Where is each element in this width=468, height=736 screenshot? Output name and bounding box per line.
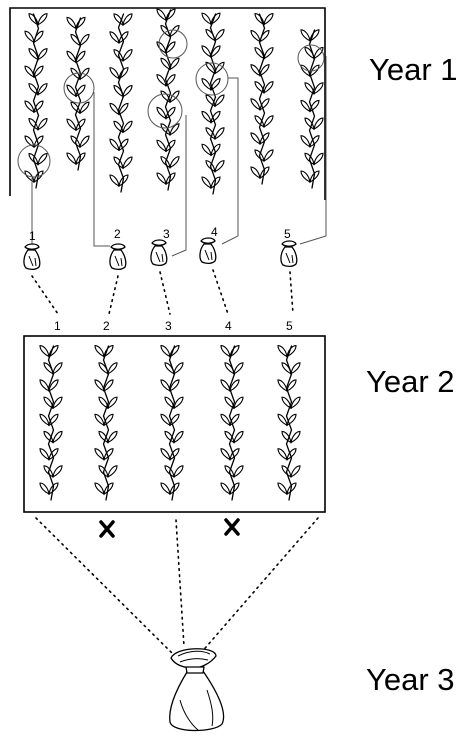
selected-plant-circle-1	[17, 144, 51, 178]
row-to-bulk-dotted-lines	[35, 517, 319, 659]
year1-plant-rows	[24, 8, 324, 195]
selected-plant-circle-3	[147, 93, 183, 129]
bulk-seed-bag	[169, 648, 225, 732]
year2-plant-row-4	[220, 345, 244, 501]
seed-bag-number-1: 1	[29, 229, 36, 243]
year-3-label: Year 3	[366, 662, 455, 697]
row-number-3: 3	[165, 319, 172, 333]
year-1-label: Year 1	[369, 52, 458, 87]
seed-bag-number-5: 5	[284, 227, 291, 241]
seed-bag-number-3: 3	[163, 227, 170, 241]
year1-plant-row-3	[109, 13, 133, 193]
reject-mark-row-4	[224, 518, 240, 536]
selection-arrow-4	[221, 77, 239, 245]
selection-arrow-5	[299, 56, 327, 245]
year1-plant-row-7	[300, 29, 324, 189]
seed-bag-2	[109, 243, 127, 271]
seed-bag-number-2: 2	[114, 227, 121, 241]
selected-plant-circle-6	[297, 44, 325, 72]
selected-plant-circle-4	[158, 29, 188, 59]
year-2-label: Year 2	[366, 364, 455, 399]
reject-mark-row-2	[99, 520, 115, 538]
row-number-1: 1	[54, 319, 61, 333]
year1-field	[9, 7, 327, 257]
row-number-4: 4	[225, 319, 232, 333]
year2-plant-rows	[39, 345, 301, 501]
year1-plant-row-1	[24, 13, 48, 189]
year1-plant-row-2	[66, 16, 90, 171]
year2-plant-row-5	[277, 345, 301, 501]
selected-plant-circle-2	[63, 72, 95, 104]
selected-plant-circle-5	[195, 62, 229, 96]
seed-bag-3	[150, 239, 168, 267]
seed-bag-number-4: 4	[211, 225, 218, 239]
seed-bag-4	[199, 237, 217, 265]
year1-plant-row-4	[156, 8, 180, 191]
year1-plant-row-6	[250, 12, 274, 185]
row-number-5: 5	[286, 319, 293, 333]
seed-bag-5	[280, 240, 298, 268]
year1-seed-bags: 1 2 3 4 5	[23, 225, 298, 271]
year1-field-border	[9, 7, 326, 200]
rejected-row-marks	[99, 518, 240, 538]
bag-to-row-dotted-lines	[31, 269, 294, 315]
year2-plant-row-3	[160, 345, 184, 501]
year2-field-border	[23, 335, 326, 513]
seed-bag-1	[23, 243, 41, 271]
year2-plant-row-2	[94, 345, 118, 501]
row-number-2: 2	[103, 319, 110, 333]
year2-plant-row-1	[39, 345, 63, 501]
selection-arrow-3	[171, 115, 187, 257]
selection-arrows	[31, 56, 327, 257]
selected-plant-circles	[17, 29, 325, 178]
selection-arrow-2	[93, 92, 110, 247]
year1-plant-row-5	[201, 12, 225, 195]
year2-field	[23, 335, 326, 513]
